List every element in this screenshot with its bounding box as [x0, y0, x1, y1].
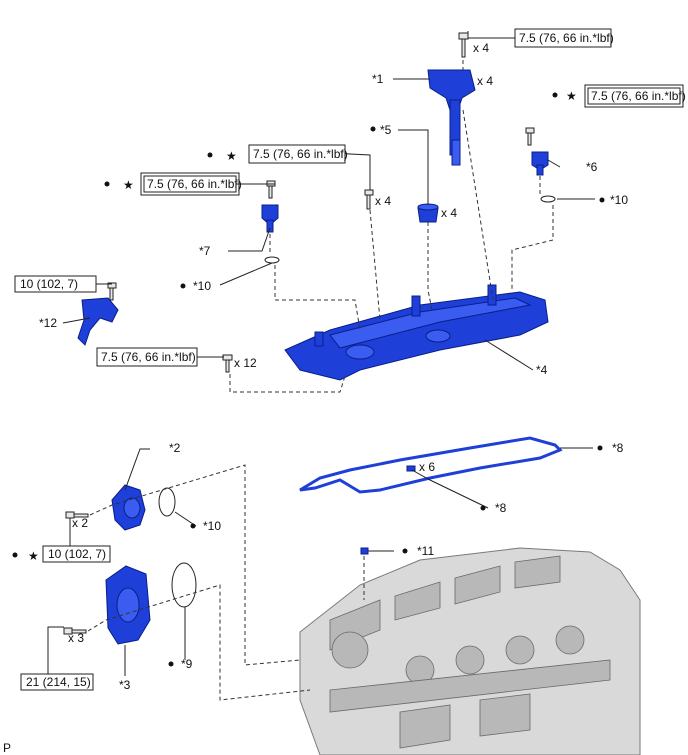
quantity-gasket-bolts: x 6: [419, 460, 435, 474]
quantity-part-2-bolts: x 2: [72, 516, 88, 530]
callout-9: *9: [181, 657, 193, 671]
bullet-icon: [180, 283, 186, 289]
camshaft-position-sensor-6: [525, 127, 549, 176]
bullet-icon: [480, 505, 486, 511]
quantity-cover-bolts: x 12: [234, 356, 257, 370]
part-11-icon: [360, 547, 369, 555]
callout-10: *10: [193, 279, 211, 293]
o-ring-icon: [264, 256, 280, 264]
callout-8: *8: [612, 441, 624, 455]
callout-7: *7: [199, 244, 211, 258]
o-ring-icon: [171, 562, 197, 608]
bullet-icon: [12, 552, 18, 558]
callout-10: *10: [610, 193, 628, 207]
figure-code: P: [3, 741, 11, 755]
o-ring-icon: [158, 487, 176, 517]
bullet-icon: [190, 523, 196, 529]
coil-bolt-icon: [458, 32, 469, 58]
bullet-icon: [370, 126, 376, 132]
torque-sensor-7: 7.5 (76, 66 in.*lbf): [147, 177, 242, 191]
ignition-coil: [427, 69, 476, 166]
callout-11: *11: [417, 544, 434, 558]
torque-coil: 7.5 (76, 66 in.*lbf): [519, 31, 614, 45]
callout-5: *5: [380, 123, 392, 137]
part-2-unit: [65, 484, 146, 531]
spark-plug-tube-seal: [417, 203, 439, 223]
engine-cylinder-head: [299, 547, 641, 755]
callout-4: *4: [536, 363, 548, 377]
torque-cover-top: 7.5 (76, 66 in.*lbf): [253, 147, 348, 161]
torque-part-2: 10 (102, 7): [48, 547, 106, 561]
star-icon: ★: [566, 89, 577, 103]
star-icon: ★: [123, 178, 134, 192]
part-3-unit: [63, 565, 151, 645]
star-icon: ★: [226, 149, 237, 163]
cover-top-bolt-icon: [364, 189, 374, 210]
quantity-plug-seals: x 4: [441, 206, 457, 220]
bullet-icon: [207, 152, 213, 158]
o-ring-icon: [540, 195, 556, 203]
torque-sensor-6: 7.5 (76, 66 in.*lbf): [591, 89, 686, 103]
quantity-cover-top-bolts: x 4: [375, 194, 391, 208]
torque-bracket: 10 (102, 7): [20, 277, 78, 291]
bullet-icon: [599, 197, 605, 203]
callout-1: *1: [372, 72, 384, 86]
bullet-icon: [168, 661, 174, 667]
bullet-icon: [552, 92, 558, 98]
callout-3: *3: [119, 678, 131, 692]
quantity-part-3-bolts: x 3: [68, 631, 84, 645]
callout-12: *12: [39, 316, 57, 330]
camshaft-position-sensor-7: [261, 180, 279, 233]
cover-bolt-icon: [222, 354, 233, 373]
quantity-coil-bolts: x 4: [473, 41, 489, 55]
bullet-icon: [402, 548, 408, 554]
bullet-icon: [597, 445, 603, 451]
callout-10: *10: [203, 519, 221, 533]
torque-part-3: 21 (214, 15): [26, 675, 91, 689]
callout-8: *8: [495, 501, 507, 515]
torque-cover: 7.5 (76, 66 in.*lbf): [101, 350, 196, 364]
callout-6: *6: [586, 160, 598, 174]
harness-bracket: [77, 282, 119, 346]
cylinder-head-cover: [284, 284, 549, 381]
quantity-coils: x 4: [477, 74, 493, 88]
bullet-icon: [104, 181, 110, 187]
star-icon: ★: [28, 549, 39, 563]
cylinder-head-cover-gasket: [299, 436, 563, 494]
callout-2: *2: [169, 441, 181, 455]
